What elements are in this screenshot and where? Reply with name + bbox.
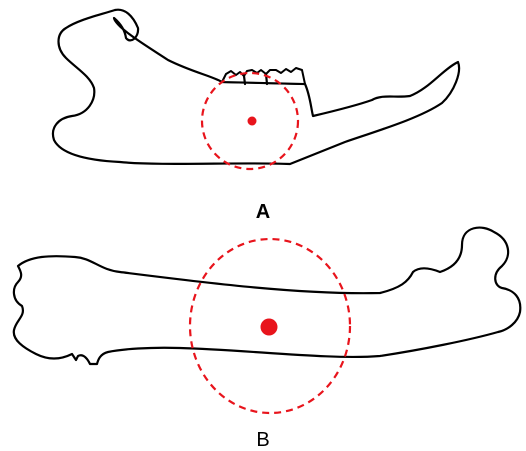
panel-label-b: B — [243, 430, 283, 450]
target-center-dot-b — [261, 319, 278, 336]
long-bone-outline — [14, 228, 521, 364]
panel-b — [14, 228, 521, 413]
tooth-separator-1 — [244, 76, 245, 84]
panel-label-a: A — [243, 202, 283, 222]
mandible-outline — [53, 10, 459, 164]
target-center-dot-a — [248, 117, 257, 126]
panel-a — [53, 10, 459, 169]
